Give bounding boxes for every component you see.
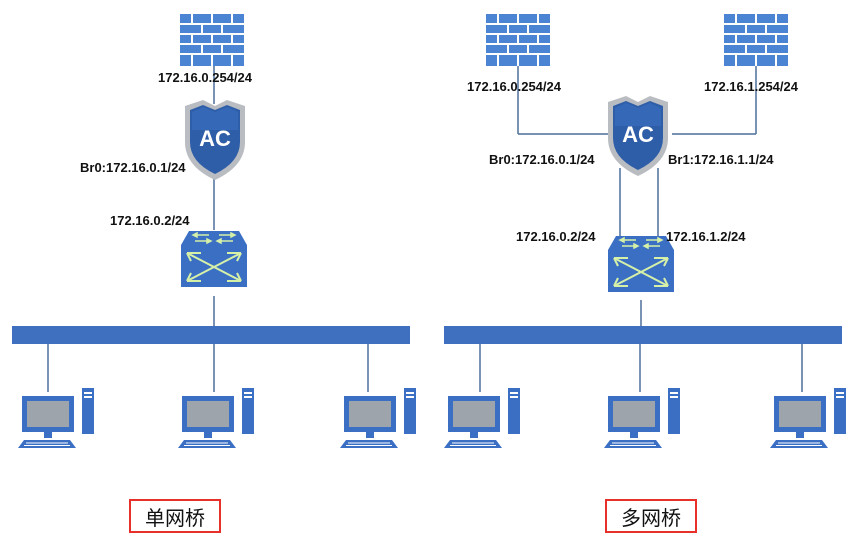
firewall2-ip-label: 172.16.1.254/24 xyxy=(704,79,799,94)
computer-icon xyxy=(769,387,847,449)
br1-label: Br1:172.16.1.1/24 xyxy=(668,152,774,167)
switch-icon xyxy=(180,230,248,288)
multi-bridge-topology: AC 172.16.0.254/24 172.16.1.254/24 Br0:1… xyxy=(443,13,847,449)
firewall1-ip-label: 172.16.0.254/24 xyxy=(467,79,562,94)
switch-ip1-label: 172.16.0.2/24 xyxy=(516,229,596,244)
br0-label: Br0:172.16.0.1/24 xyxy=(80,160,186,175)
br0-label: Br0:172.16.0.1/24 xyxy=(489,152,595,167)
firewall-icon xyxy=(485,13,551,67)
single-bridge-topology: AC 172.16.0.254/24 Br0:172.16.0.1/24 172… xyxy=(12,13,417,449)
ac-label: AC xyxy=(199,126,231,151)
switch-ip2-label: 172.16.1.2/24 xyxy=(666,229,746,244)
switch-ip-label: 172.16.0.2/24 xyxy=(110,213,190,228)
multi-bridge-caption: 多网桥 xyxy=(605,499,697,533)
computer-icon xyxy=(17,387,95,449)
switch-icon xyxy=(607,235,675,293)
computer-icon xyxy=(177,387,255,449)
single-bridge-caption: 单网桥 xyxy=(129,499,221,533)
firewall-icon xyxy=(179,13,245,67)
firewall-icon xyxy=(723,13,789,67)
computer-icon xyxy=(603,387,681,449)
lan-bus-right xyxy=(444,326,842,344)
lan-bus-left xyxy=(12,326,410,344)
computer-icon xyxy=(339,387,417,449)
firewall-ip-label: 172.16.0.254/24 xyxy=(158,70,253,85)
ac-label: AC xyxy=(622,122,654,147)
computer-icon xyxy=(443,387,521,449)
